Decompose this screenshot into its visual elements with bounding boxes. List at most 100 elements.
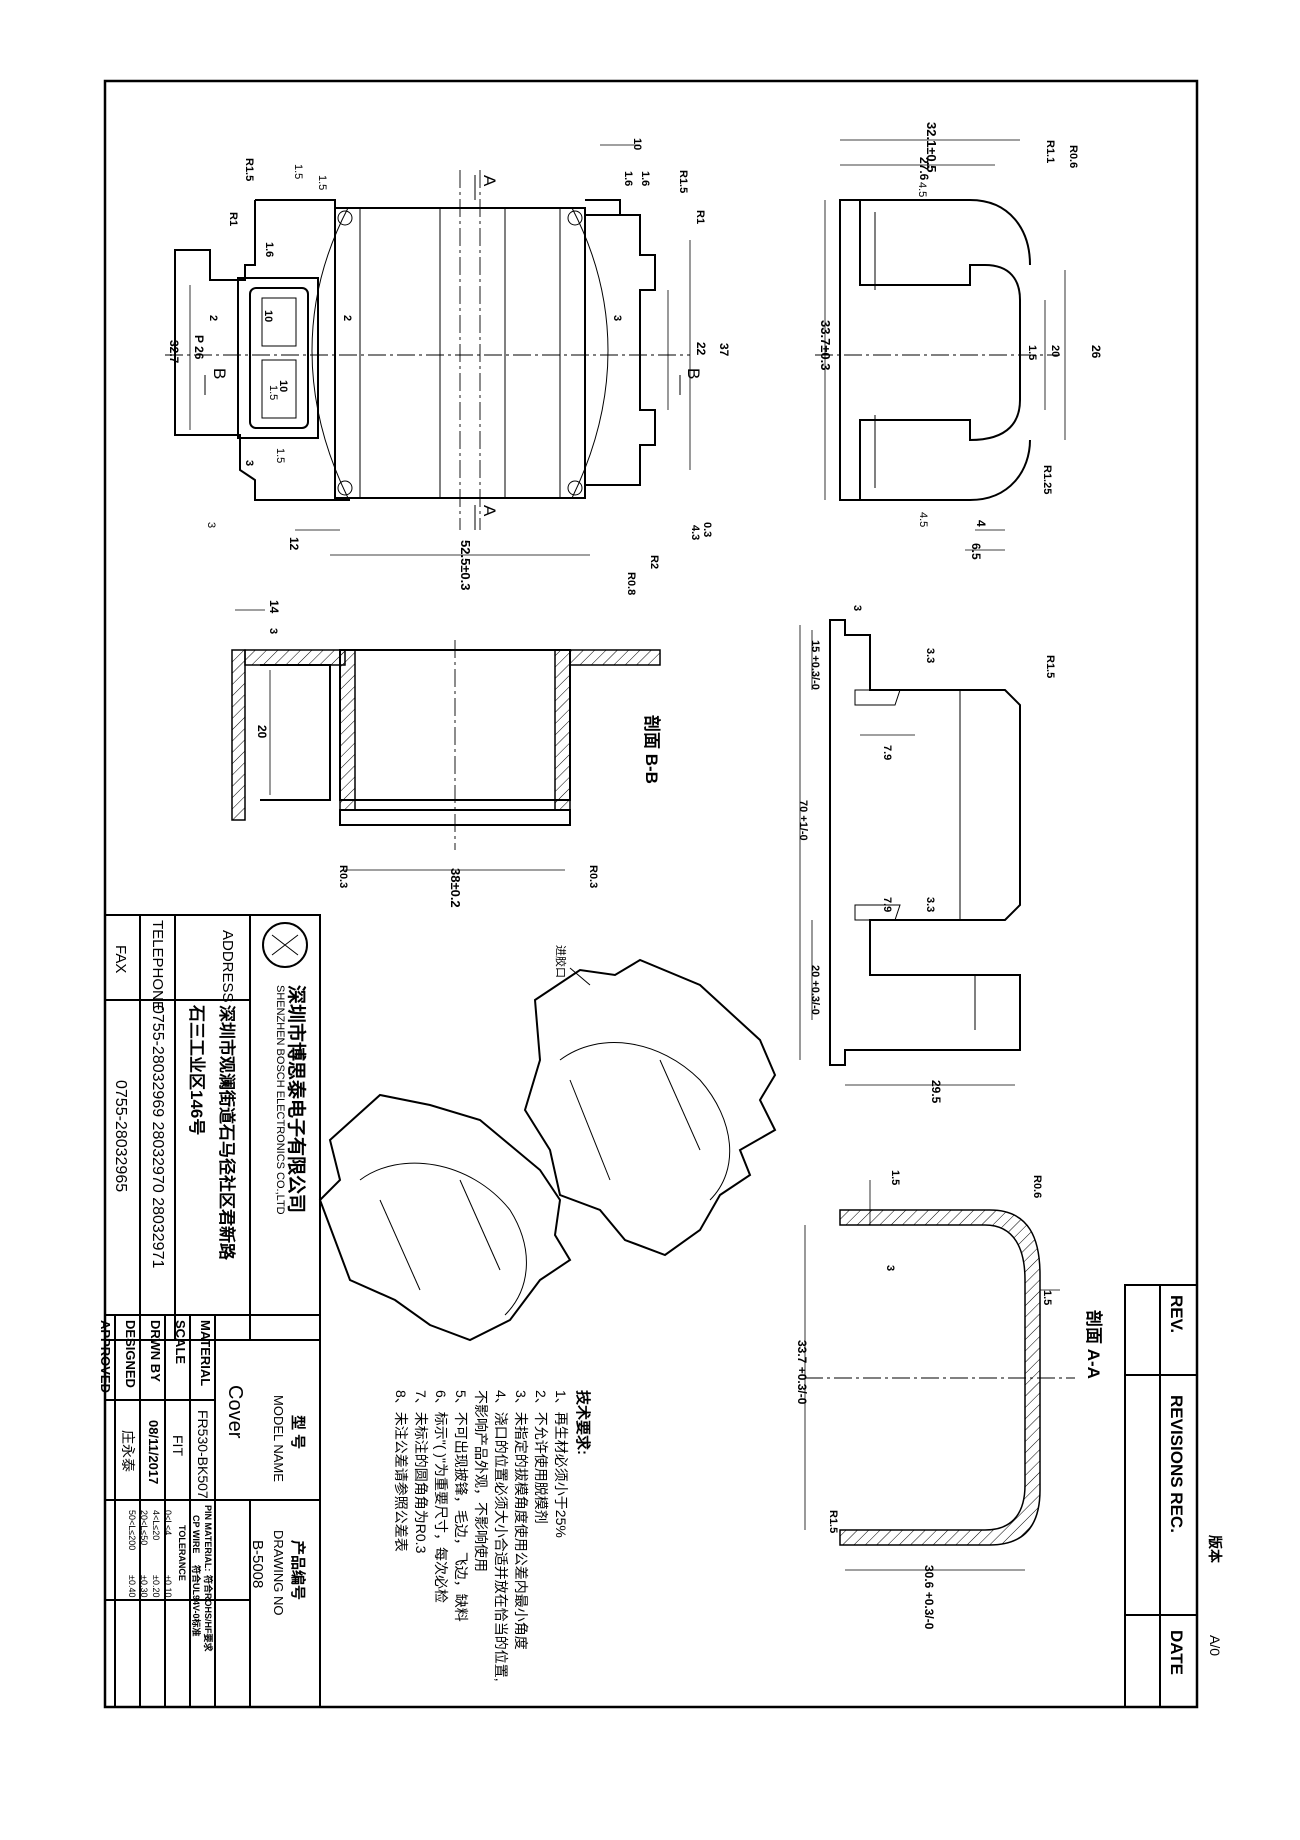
scale-label: SCALE bbox=[173, 1320, 188, 1365]
dim-side-337: 33.7±0.3 bbox=[818, 320, 833, 371]
dim-top-2-b: 2 bbox=[341, 315, 353, 322]
tech-req-item-7: 7、未标注的圆角角为R0.3 bbox=[413, 1390, 429, 1554]
address-line-2: 石三工业区146号 bbox=[187, 1005, 206, 1136]
dim-aa-3: 3 bbox=[884, 1265, 896, 1272]
drawing-no-label-cn: 产品编号 bbox=[289, 1540, 306, 1601]
dim-rm-15: 15 +0.3/-0 bbox=[809, 640, 821, 690]
drawn-label: DRWN BY bbox=[148, 1320, 163, 1382]
dim-top-10-a: 10 bbox=[262, 310, 274, 323]
dim-side-r125: R1.25 bbox=[1041, 465, 1053, 495]
dim-aa-15-b: 1.5 bbox=[1041, 1290, 1053, 1306]
dim-rm-33-a: 3.3 bbox=[924, 648, 936, 664]
tolerance-value-4: ±0.40 bbox=[127, 1575, 137, 1598]
dim-top-r15-a: R1.5 bbox=[243, 158, 255, 182]
dim-side-4: 4 bbox=[974, 520, 988, 527]
designed-label: DESIGNED bbox=[123, 1320, 138, 1388]
dim-top-16-b: 1.6 bbox=[622, 171, 634, 187]
tolerance-range-1: 0<L≤4 bbox=[163, 1510, 173, 1536]
dim-aa-306: 30.6 +0.3/-0 bbox=[922, 1565, 936, 1630]
company-info-block bbox=[104, 914, 321, 1341]
model-value: Cover bbox=[224, 1385, 246, 1439]
dim-top-10-c: 10 bbox=[631, 138, 643, 151]
dim-rm-70: 70 +1/-0 bbox=[797, 800, 809, 841]
model-label-en: MODEL NAME bbox=[271, 1395, 286, 1482]
revision-block bbox=[1124, 1284, 1198, 1708]
dim-top-15-c: 1.5 bbox=[267, 385, 279, 401]
tech-req-item-2: 2、不允许使用脱模剂 bbox=[533, 1390, 549, 1524]
section-aa-label: 剖面 A-A bbox=[1084, 1310, 1103, 1379]
tech-req-item-3: 3、未指定的拔模角度使用公差内最小角度 bbox=[513, 1390, 529, 1650]
tech-req-item-8: 8、未注公差请参照公差表 bbox=[393, 1390, 409, 1552]
dim-aa-337: 33.7 +0.3/-0 bbox=[795, 1340, 809, 1405]
tolerance-value-2: ±0.20 bbox=[151, 1575, 161, 1598]
dim-top-327: 32.7 bbox=[167, 340, 181, 364]
fax-value: 0755-28032965 bbox=[112, 1080, 129, 1193]
dim-rm-33-b: 3.3 bbox=[924, 897, 936, 913]
company-logo-icon bbox=[262, 922, 308, 968]
designed-value: 庄永泰 bbox=[120, 1430, 136, 1472]
tolerance-range-2: 4<L≤20 bbox=[151, 1510, 161, 1541]
dim-top-43: 4.3 bbox=[689, 525, 701, 541]
tech-req-item-1: 1、再生材必须小于25% bbox=[553, 1390, 569, 1538]
pin-material-label: PIN MATERIAL: bbox=[203, 1505, 213, 1572]
dim-top-r1-a: R1 bbox=[227, 212, 239, 227]
dim-top-22: 22 bbox=[694, 342, 708, 356]
tolerance-range-4: 50<L≤200 bbox=[127, 1510, 137, 1551]
dim-rm-79-a: 7.9 bbox=[881, 745, 893, 761]
dim-top-15-a: 1.5 bbox=[292, 164, 304, 180]
section-bb-label: 剖面 B-B bbox=[642, 715, 661, 784]
section-arrow-b-right: B bbox=[684, 368, 703, 380]
date-label: DATE bbox=[1167, 1630, 1186, 1676]
dim-rm-79-b: 7.9 bbox=[881, 897, 893, 913]
cp-wire-value: 符合UL94V-0标准 bbox=[191, 1565, 201, 1637]
dim-side-45-b: 4.5 bbox=[917, 512, 929, 528]
dim-side-r11: R1.1 bbox=[1044, 140, 1056, 164]
dim-aa-15-a: 1.5 bbox=[889, 1170, 901, 1186]
dim-bb-r03-a: R0.3 bbox=[337, 865, 349, 889]
dim-aa-r06: R0.6 bbox=[1031, 1175, 1043, 1199]
dim-top-p26: P 26 bbox=[192, 335, 206, 360]
tech-req-item-4: 4、浇口的位置必须大小合适并放在恰当的位置, bbox=[493, 1390, 509, 1682]
tech-req-item-5: 5、不可出现披锋，毛边，飞边，缺料 bbox=[453, 1390, 469, 1622]
dim-top-r2: R2 bbox=[648, 555, 660, 570]
top-view bbox=[165, 144, 691, 556]
dim-side-26: 26 bbox=[1089, 345, 1103, 359]
dim-top-3-b: 3 bbox=[205, 522, 217, 529]
dim-top-16: 1.6 bbox=[263, 242, 275, 258]
model-label-cn: 型 号 bbox=[289, 1415, 306, 1450]
address-line-1: 深圳市观澜街道石马径社区君新路 bbox=[217, 1005, 236, 1260]
dim-rm-20: 20 +0.3/-0 bbox=[809, 965, 821, 1015]
drawing-no-value: B-5008 bbox=[249, 1540, 266, 1589]
dim-side-45-a: 4.5 bbox=[916, 182, 928, 198]
tolerance-label: TOLERANCE bbox=[177, 1525, 187, 1581]
version-value: A/0 bbox=[1207, 1635, 1223, 1657]
dim-bb-r03-b: R0.3 bbox=[587, 865, 599, 889]
dim-top-16-a: 1.6 bbox=[639, 171, 651, 187]
side-view bbox=[815, 139, 1066, 551]
drawing-no-label-en: DRAWING NO bbox=[271, 1530, 286, 1616]
dim-side-20: 20 bbox=[1049, 345, 1061, 358]
company-name-cn: 深圳市博思泰电子有限公司 bbox=[285, 985, 306, 1214]
dim-side-r06: R0.6 bbox=[1067, 145, 1079, 169]
section-bb-view bbox=[231, 609, 661, 871]
dim-rm-295: 29.5 bbox=[929, 1080, 943, 1104]
material-label: MATERIAL bbox=[198, 1320, 213, 1387]
dim-top-3-a: 3 bbox=[243, 460, 255, 467]
dim-top-37: 37 bbox=[717, 343, 731, 357]
cp-wire-label: CP WIRE bbox=[191, 1515, 201, 1554]
telephone-value: 0755-28032969 28032970 28032971 bbox=[149, 1005, 166, 1269]
tolerance-range-3: 20<L≤50 bbox=[139, 1510, 149, 1546]
scale-value: FIT bbox=[170, 1435, 186, 1456]
dim-rm-3: 3 bbox=[851, 605, 863, 612]
revisions-label: REVISIONS REC. bbox=[1167, 1395, 1186, 1533]
dim-side-65: 6.5 bbox=[969, 543, 983, 560]
dim-top-15-b: 1.5 bbox=[316, 175, 328, 191]
dim-top-12: 12 bbox=[287, 537, 301, 551]
dim-bb-14: 14 bbox=[267, 600, 281, 614]
dim-top-15-d: 1.5 bbox=[274, 448, 286, 464]
rev-label: REV. bbox=[1167, 1295, 1186, 1334]
section-arrow-a-bottom: A bbox=[480, 505, 499, 517]
dim-side-15: 1.5 bbox=[1026, 345, 1038, 361]
tech-req-item-6: 6、标示"( )"为重要尺寸，每次必检 bbox=[433, 1390, 449, 1603]
